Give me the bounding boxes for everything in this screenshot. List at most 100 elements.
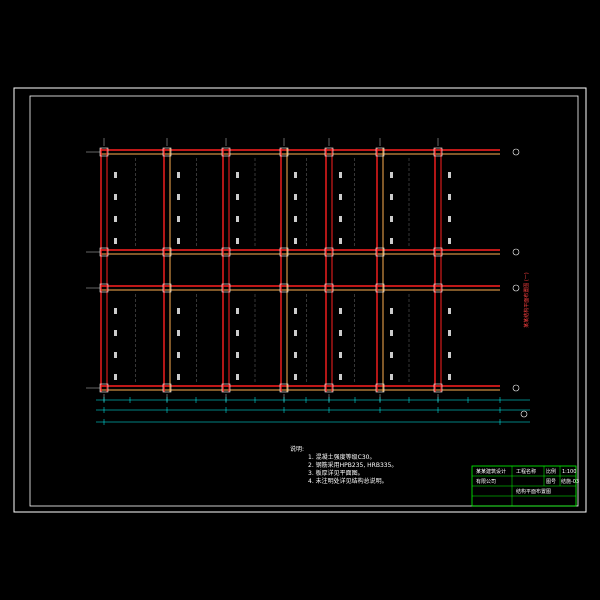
rebar-mark — [294, 330, 297, 336]
column-block — [221, 247, 231, 257]
rebar-mark — [294, 374, 297, 380]
rebar-mark — [114, 308, 117, 314]
column-block — [433, 283, 443, 293]
rebar-mark — [448, 172, 451, 178]
drawing-name: 结构平面布置图 — [516, 488, 551, 495]
rebar-mark — [390, 330, 393, 336]
rebar-mark — [339, 194, 342, 200]
column-block — [324, 383, 334, 393]
rebar-mark — [236, 308, 239, 314]
rebar-mark — [339, 308, 342, 314]
column-block — [162, 147, 172, 157]
rebar-mark — [177, 374, 180, 380]
title-block: 某某建筑设计 有限公司 工程名称 比例 1:100 图号 结施-03 结构平面布… — [471, 465, 579, 507]
rebar-mark — [339, 352, 342, 358]
column-block — [221, 147, 231, 157]
company-name-1: 某某建筑设计 — [476, 468, 506, 475]
rebar-mark — [294, 352, 297, 358]
structural-plan — [86, 138, 520, 402]
rebar-mark — [236, 352, 239, 358]
sheet-number: 结施-03 — [561, 478, 579, 485]
rebar-mark — [390, 172, 393, 178]
note-line-3: 3. 板厚详见平面图。 — [308, 470, 364, 477]
rebar-mark — [114, 352, 117, 358]
rebar-mark — [177, 308, 180, 314]
column-block — [162, 383, 172, 393]
column-block — [279, 147, 289, 157]
rebar-mark — [390, 238, 393, 244]
rebar-mark — [339, 330, 342, 336]
sheet-label: 图号 — [546, 479, 556, 485]
column-block — [279, 247, 289, 257]
axis-bubble — [520, 410, 528, 418]
rebar-mark — [177, 352, 180, 358]
column-block — [162, 247, 172, 257]
axis-bubble — [512, 148, 520, 156]
rebar-mark — [390, 352, 393, 358]
rebar-mark — [294, 172, 297, 178]
column-block — [375, 147, 385, 157]
column-block — [324, 247, 334, 257]
column-block — [375, 283, 385, 293]
general-notes: 说明: 1. 混凝土强度等级C30。 2. 钢筋采用HPB235, HRB335… — [290, 446, 397, 486]
column-block — [279, 283, 289, 293]
note-line-2: 2. 钢筋采用HPB235, HRB335。 — [308, 462, 398, 469]
rebar-mark — [294, 194, 297, 200]
inner-border — [29, 95, 579, 507]
rebar-mark — [294, 308, 297, 314]
axis-bubble — [512, 384, 520, 392]
rebar-mark — [339, 238, 342, 244]
rebar-mark — [114, 330, 117, 336]
outer-border — [13, 87, 587, 513]
column-block — [324, 283, 334, 293]
rebar-mark — [236, 238, 239, 244]
column-block — [279, 383, 289, 393]
rebar-mark — [448, 330, 451, 336]
rebar-mark — [114, 172, 117, 178]
rebar-mark — [339, 216, 342, 222]
rebar-mark — [177, 172, 180, 178]
rebar-mark — [236, 194, 239, 200]
axis-bubble — [512, 248, 520, 256]
company-name-2: 有限公司 — [476, 478, 496, 485]
rebar-mark — [390, 216, 393, 222]
dimension-lines — [96, 397, 530, 425]
scale-label: 比例 — [546, 468, 556, 475]
rebar-mark — [448, 194, 451, 200]
rebar-mark — [390, 374, 393, 380]
axis-bubble — [512, 284, 520, 292]
scale-value: 1:100 — [562, 469, 576, 475]
column-block — [375, 247, 385, 257]
column-block — [221, 383, 231, 393]
rebar-mark — [390, 194, 393, 200]
note-line-4: 4. 未注明处详见结构总说明。 — [308, 478, 388, 485]
column-block — [162, 283, 172, 293]
side-label: 某某结构平面布置图 (一) — [523, 272, 530, 328]
rebar-mark — [236, 374, 239, 380]
column-block — [375, 383, 385, 393]
rebar-mark — [177, 216, 180, 222]
column-block — [433, 247, 443, 257]
rebar-mark — [236, 172, 239, 178]
column-block — [433, 383, 443, 393]
rebar-mark — [114, 216, 117, 222]
rebar-mark — [294, 238, 297, 244]
rebar-mark — [448, 352, 451, 358]
rebar-mark — [236, 216, 239, 222]
rebar-mark — [294, 216, 297, 222]
rebar-mark — [114, 194, 117, 200]
rebar-mark — [114, 238, 117, 244]
note-line-1: 1. 混凝土强度等级C30。 — [308, 454, 376, 461]
rebar-mark — [448, 238, 451, 244]
column-block — [221, 283, 231, 293]
rebar-mark — [448, 216, 451, 222]
rebar-mark — [177, 238, 180, 244]
project-label: 工程名称 — [516, 468, 536, 475]
rebar-mark — [177, 194, 180, 200]
rebar-mark — [339, 172, 342, 178]
rebar-mark — [114, 374, 117, 380]
rebar-mark — [236, 330, 239, 336]
rebar-mark — [390, 308, 393, 314]
column-block — [433, 147, 443, 157]
